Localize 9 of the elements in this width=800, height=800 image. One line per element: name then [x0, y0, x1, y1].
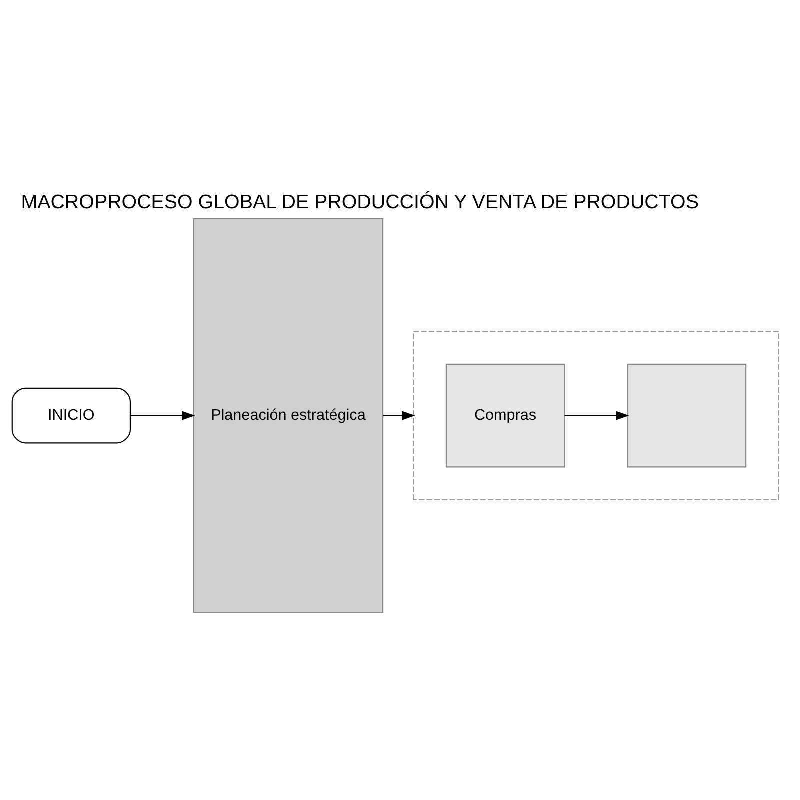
node-box: Planeación estratégica: [193, 218, 384, 613]
diagram-title: MACROPROCESO GLOBAL DE PRODUCCIÓN Y VENTA DE PRODUCTOS: [21, 190, 699, 213]
node-box: Compras: [446, 363, 566, 468]
arrow: [564, 410, 630, 420]
arrow: [130, 410, 196, 420]
arrow: [383, 410, 416, 420]
node-box: [627, 363, 747, 468]
node-box: INICIO: [12, 387, 132, 444]
cluster: [413, 330, 780, 500]
